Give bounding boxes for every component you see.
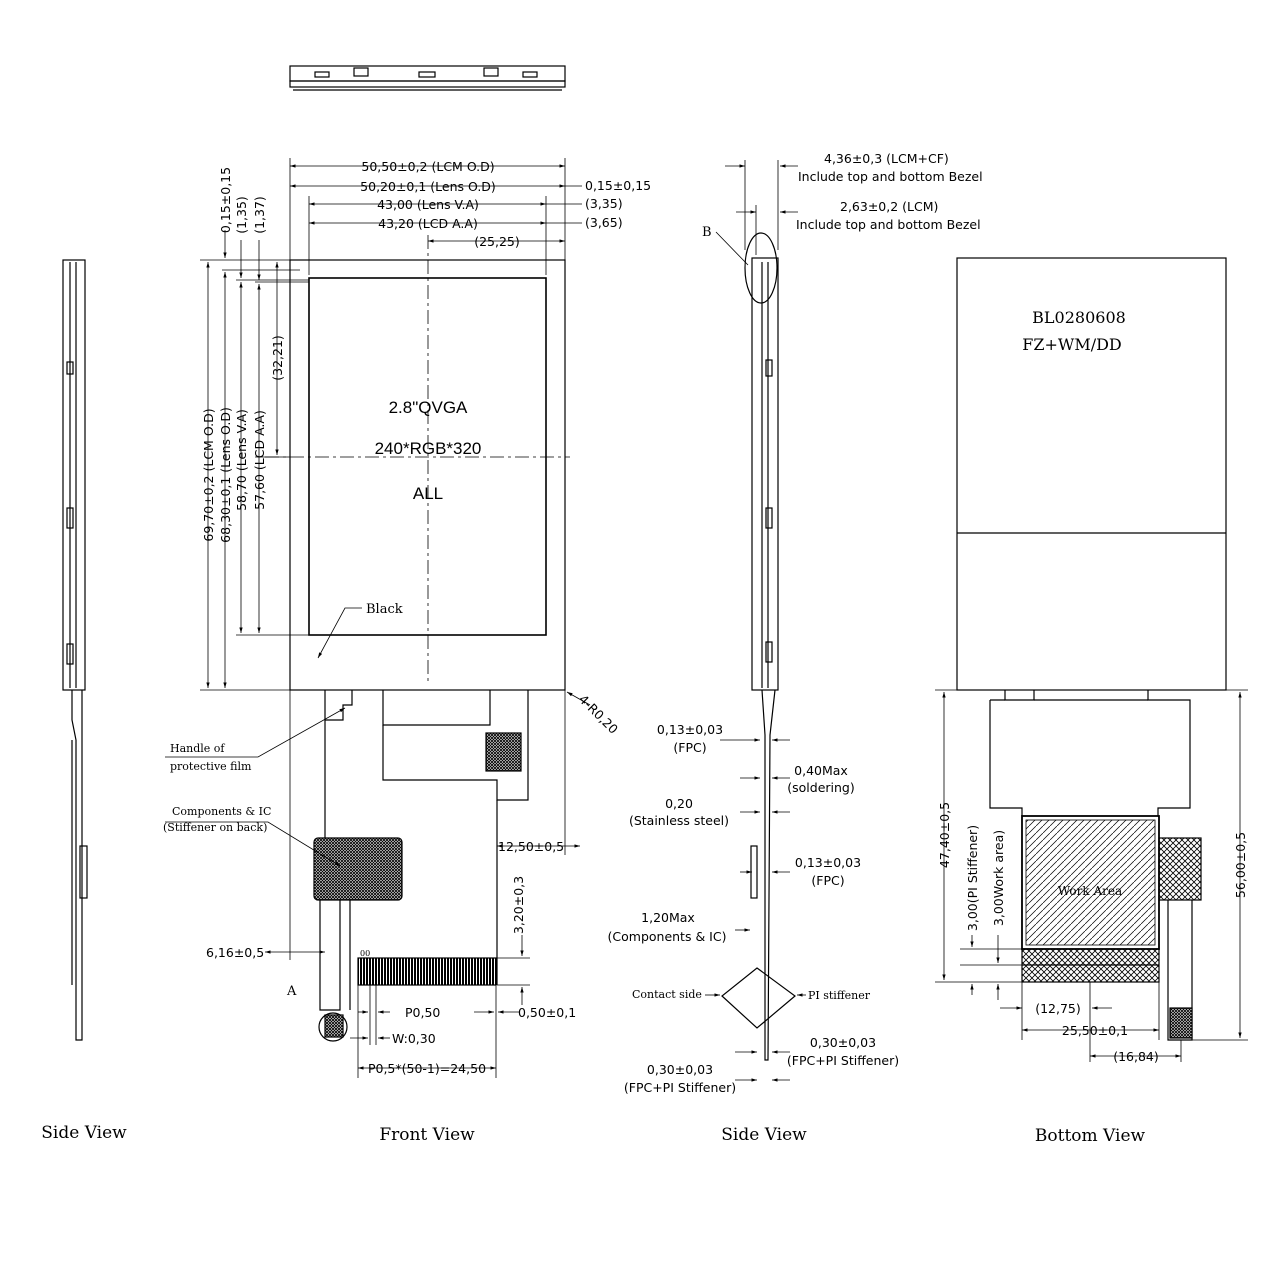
label-handle-1: Handle of: [170, 742, 225, 755]
dim-300-pi: 3,00(PI Stiffener): [965, 825, 980, 931]
work-area-label: Work Area: [1058, 884, 1122, 898]
dim-2550: 25,50±0,1: [1062, 1023, 1128, 1038]
dim-616: 6,16±0,5: [206, 945, 264, 960]
label-contact-side: Contact side: [632, 988, 702, 1001]
dim-365: (3,65): [585, 215, 623, 230]
right-side-view: [705, 160, 806, 1082]
dim-050: 0,50±0,1: [518, 1005, 576, 1020]
components-height: 1,20Max: [641, 910, 695, 925]
dim-263-note: Include top and bottom Bezel: [796, 217, 981, 232]
panel-type: ALL: [413, 484, 443, 503]
title-bottom-view: Bottom View: [1035, 1126, 1146, 1146]
label-black: Black: [366, 602, 403, 617]
label-components-1: Components & IC: [172, 805, 271, 818]
top-edge-view: [289, 65, 566, 91]
dim-v-137: (1,37): [252, 196, 267, 234]
label-b: B: [702, 225, 712, 240]
label-a: A: [286, 984, 297, 999]
panel-resolution: 240*RGB*320: [375, 439, 482, 458]
part-number: BL0280608: [1032, 308, 1126, 327]
dim-pitch-total: P0,5*(50-1)=24,50: [368, 1061, 486, 1076]
solder-thickness: 0,40Max: [794, 763, 848, 778]
dim-1250: 12,50±0,5: [498, 839, 564, 854]
dim-v-3221: (32,21): [270, 335, 285, 381]
dim-v-lcd-aa: 57,60 (LCD A.A): [252, 410, 267, 510]
dim-1275: (12,75): [1035, 1001, 1081, 1016]
dim-436: 4,36±0,3 (LCM+CF): [824, 151, 949, 166]
fpc-pi-thickness-2: 0,30±0,03: [647, 1062, 713, 1077]
fpc-pi-thickness-1: 0,30±0,03: [810, 1035, 876, 1050]
dim-pitch-050: P0,50: [405, 1005, 440, 1020]
title-side-view-right: Side View: [721, 1125, 807, 1145]
dim-436-note: Include top and bottom Bezel: [798, 169, 983, 184]
dim-300-work: 3,00Work area): [991, 830, 1006, 926]
fpc-thickness-2-note: (FPC): [811, 873, 844, 888]
dim-1684: (16,84): [1113, 1049, 1159, 1064]
label-corner-radius: 4-R0,20: [576, 692, 621, 737]
front-view-dimensions: [165, 158, 591, 1078]
fpc-thickness-1: 0,13±0,03: [657, 722, 723, 737]
steel-thickness: 0,20: [665, 796, 693, 811]
components-note: (Components & IC): [608, 929, 727, 944]
fpc-pi-thickness-1-note: (FPC+PI Stiffener): [787, 1053, 899, 1068]
fpc-pi-thickness-2-note: (FPC+PI Stiffener): [624, 1080, 736, 1095]
label-pi-stiffener: PI stiffener: [808, 989, 871, 1002]
dim-4740: 47,40±0,5: [937, 802, 952, 868]
dim-v-015: 0,15±0,15: [218, 167, 233, 233]
dim-320: 3,20±0,3: [511, 876, 526, 934]
steel-note: (Stainless steel): [629, 813, 729, 828]
bottom-view: [935, 257, 1248, 1062]
panel-size: 2.8"QVGA: [389, 398, 468, 417]
title-side-view-left: Side View: [41, 1123, 127, 1143]
dim-335: (3,35): [585, 196, 623, 211]
dim-v-135: (1,35): [234, 196, 249, 234]
dim-2525: (25,25): [474, 234, 520, 249]
fpc-thickness-1-note: (FPC): [673, 740, 706, 755]
dim-v-lens-va: 58,70 (Lens V.A): [234, 409, 249, 511]
dim-lcd-aa-width: 43,20 (LCD A.A): [378, 216, 478, 231]
solder-note: (soldering): [787, 780, 854, 795]
dim-lens-va-width: 43,00 (Lens V.A): [377, 197, 479, 212]
pin-mark: 00: [360, 949, 370, 958]
dim-v-lcm-od: 69,70±0,2 (LCM O.D): [201, 408, 216, 541]
dim-lcm-od-width: 50,50±0,2 (LCM O.D): [361, 159, 494, 174]
front-view: [265, 235, 570, 1042]
fpc-thickness-2: 0,13±0,03: [795, 855, 861, 870]
dim-offset: 0,15±0,15: [585, 178, 651, 193]
label-handle-2: protective film: [170, 760, 252, 773]
dim-lens-od-width: 50,20±0,1 (Lens O.D): [360, 179, 496, 194]
dim-width-030: W:0,30: [392, 1031, 436, 1046]
dim-5600: 56,00±0,5: [1233, 832, 1248, 898]
title-front-view: Front View: [379, 1125, 475, 1145]
left-side-view: [62, 259, 88, 1041]
label-components-2: (Stiffener on back): [163, 821, 267, 834]
dim-263: 2,63±0,2 (LCM): [840, 199, 938, 214]
part-code: FZ+WM/DD: [1022, 335, 1122, 354]
dim-v-lens-od: 68,30±0,1 (Lens O.D): [218, 407, 233, 543]
